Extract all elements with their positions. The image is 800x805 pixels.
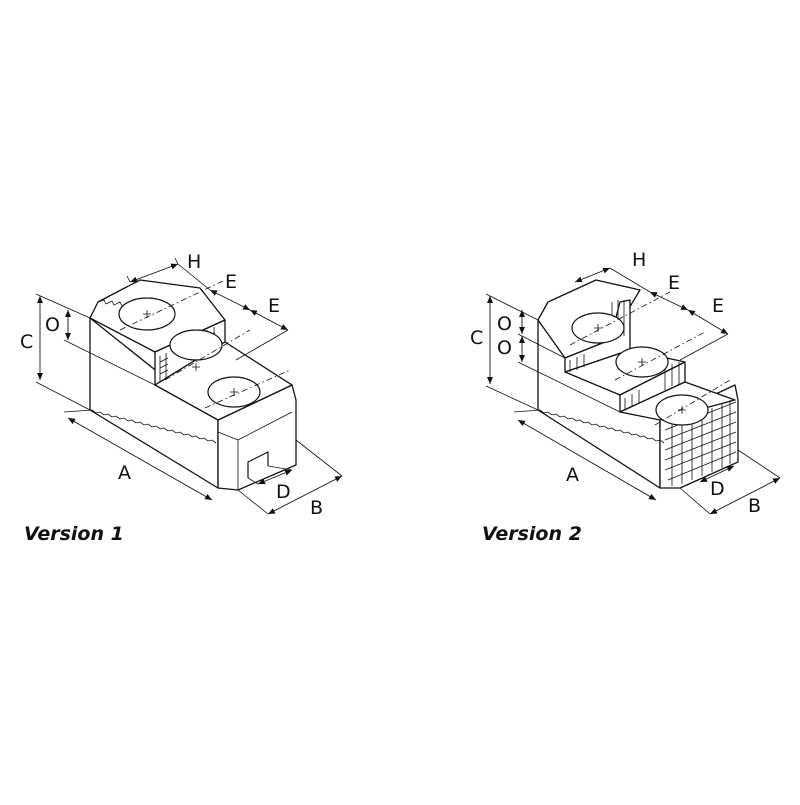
version2-label-d: D <box>710 478 725 500</box>
version2-block <box>537 279 739 489</box>
version1-label-c: C <box>20 331 33 353</box>
version2-label-o1: O <box>497 313 512 335</box>
version1-label-d: D <box>276 481 291 503</box>
version2-label-b: B <box>748 495 761 517</box>
version1-label-h: H <box>187 251 201 273</box>
version2-label-o2: O <box>497 337 512 359</box>
version2-label-a: A <box>566 464 579 486</box>
version2-drawing: H E E C O O A D B Version 2 <box>470 249 781 545</box>
version1-label-a: A <box>118 462 131 484</box>
version2-holes <box>569 291 731 426</box>
version1-label-b: B <box>310 497 323 519</box>
version1-drawing: H E E C O A D B Version 1 <box>20 251 343 545</box>
version2-label-c: C <box>470 327 483 349</box>
version2-label-e1: E <box>668 272 680 294</box>
version1-label-e2: E <box>268 295 280 317</box>
version1-caption: Version 1 <box>24 523 124 545</box>
version1-holes <box>118 279 291 409</box>
version1-label-e1: E <box>225 271 237 293</box>
version2-caption: Version 2 <box>482 523 582 545</box>
version1-dimensions <box>35 257 343 515</box>
version2-label-h: H <box>632 249 646 271</box>
version2-label-e2: E <box>712 295 724 317</box>
version2-dimensions <box>485 267 781 515</box>
version1-label-o: O <box>45 314 60 336</box>
